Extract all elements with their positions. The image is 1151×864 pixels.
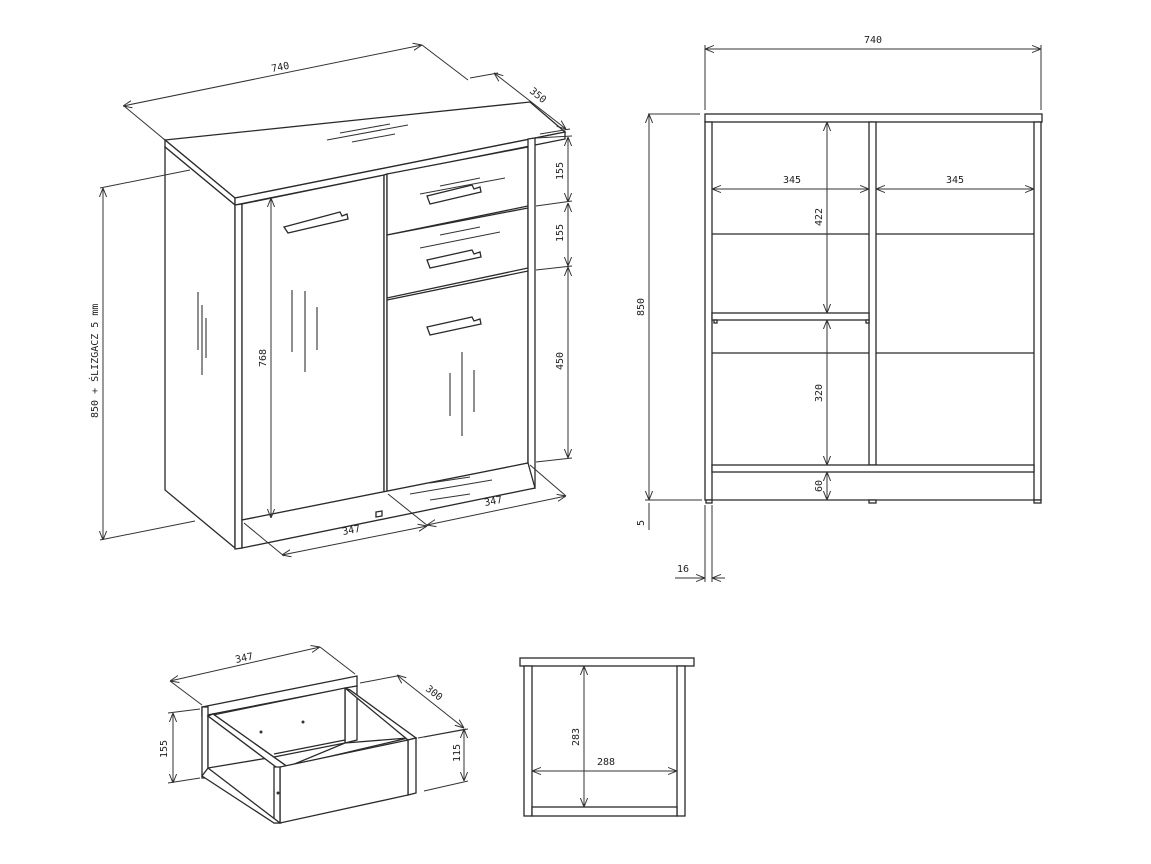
dim-drawer-depth-300: 300 — [423, 684, 444, 704]
dim-front-height-850: 850 — [636, 298, 647, 316]
section-top-board — [519, 657, 695, 667]
cabinet-right-door — [386, 270, 529, 493]
dim-inner-height-283: 283 — [571, 728, 582, 746]
dim-door-450: 450 — [555, 352, 566, 370]
dim-height-850-glide: 850 + ŚLIZGACZ 5 mm — [88, 304, 101, 418]
drawer-1-handle — [426, 184, 482, 205]
dim-drawer-width-347: 347 — [234, 651, 254, 666]
dim-door-768: 768 — [258, 349, 269, 367]
dim-thickness-16: 16 — [677, 564, 689, 575]
side-section-view: 283 288 — [519, 657, 695, 817]
door-handle — [282, 211, 349, 234]
dim-width-740: 740 — [270, 61, 290, 75]
dim-inner-width-288: 288 — [597, 757, 615, 768]
dim-plinth-60: 60 — [814, 480, 825, 492]
dim-front-width-740: 740 — [864, 35, 882, 46]
drawer-isometric-view: 347 300 155 115 — [159, 647, 469, 824]
dim-drawer-155-a: 155 — [555, 162, 566, 180]
dim-right-compartment-345: 345 — [946, 175, 964, 186]
cabinet-side-panel — [164, 145, 236, 550]
dim-lower-space-320: 320 — [814, 384, 825, 402]
dim-drawer-155-b: 155 — [555, 224, 566, 242]
dim-right-door-347: 347 — [483, 495, 503, 509]
isometric-cabinet-view: 740 350 850 + ŚLIZGACZ 5 mm 768 155 155 … — [88, 45, 573, 556]
drawer-2-handle — [426, 249, 482, 269]
dim-left-compartment-345: 345 — [783, 175, 801, 186]
dim-drawer-front-155: 155 — [159, 740, 170, 758]
door-handle — [426, 316, 482, 336]
front-top-board — [704, 113, 1043, 123]
front-view-open: 740 850 5 16 345 345 422 320 60 — [636, 35, 1043, 582]
dim-upper-space-422: 422 — [814, 208, 825, 226]
dim-drawer-box-115: 115 — [452, 744, 463, 762]
dim-glide-5: 5 — [636, 520, 647, 526]
dim-left-door-347: 347 — [341, 524, 361, 538]
